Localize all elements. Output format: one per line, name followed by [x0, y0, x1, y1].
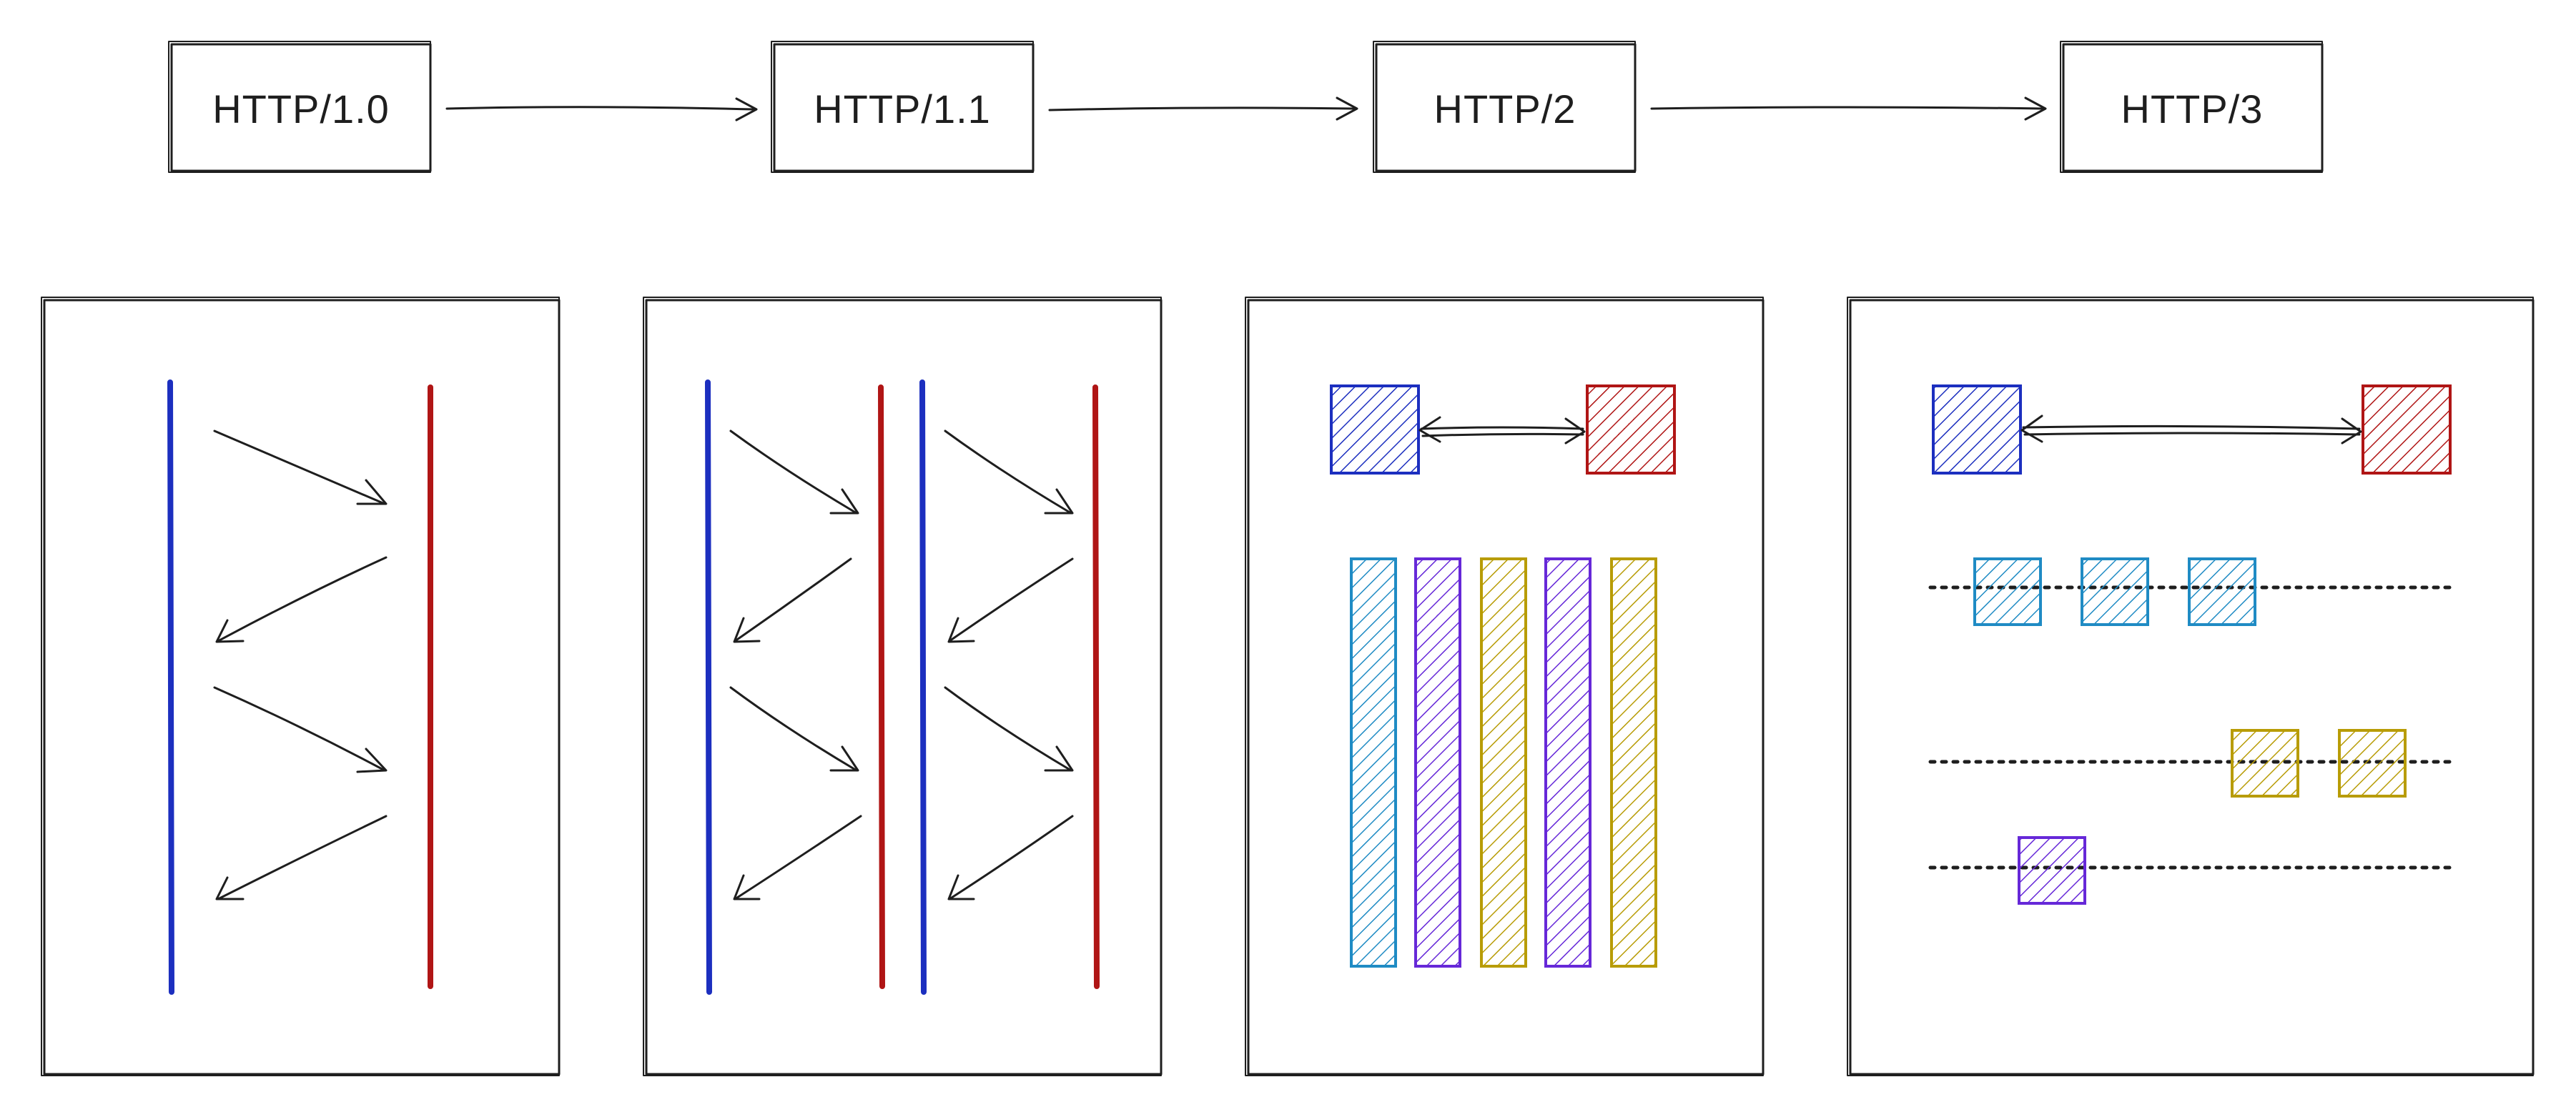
response-arrow: [215, 815, 388, 900]
response-arrow: [947, 557, 1074, 643]
stream-bar: [1350, 557, 1397, 968]
server-node: [1586, 384, 1676, 475]
version-box-http2: HTTP/2: [1373, 41, 1637, 173]
client-node: [1932, 384, 2022, 475]
panel-http3: [1847, 297, 2535, 1076]
request-arrow: [729, 430, 859, 515]
panel-http2: [1245, 297, 1765, 1076]
stream-packet: [2081, 557, 2149, 626]
timeline-arrow-1: [445, 97, 758, 121]
panel-http11: [643, 297, 1163, 1076]
request-arrow: [213, 686, 388, 773]
client-lifeline: [919, 379, 927, 995]
stream-packet: [2018, 836, 2086, 905]
request-arrow: [944, 686, 1074, 772]
stream-bar: [1610, 557, 1657, 968]
bidirectional-connection-arrow: [1418, 416, 1586, 445]
request-arrow: [729, 686, 859, 772]
stream-packet: [2338, 729, 2407, 798]
server-lifeline: [878, 384, 885, 989]
stream-packet: [2231, 729, 2299, 798]
independent-stream-line: [1928, 557, 2454, 626]
version-box-http3: HTTP/3: [2060, 41, 2324, 173]
client-lifeline: [167, 379, 174, 995]
version-timeline: HTTP/1.0 HTTP/1.1 HTTP/2 HTTP/3: [168, 41, 2324, 173]
stream-packet: [2188, 557, 2256, 626]
version-label-http2: HTTP/2: [1434, 86, 1576, 131]
independent-stream-line: [1928, 729, 2454, 798]
timeline-arrow-3: [1650, 96, 2047, 121]
timeline-arrow-2: [1048, 96, 1358, 121]
stream-bar: [1414, 557, 1461, 968]
stream-packet: [1973, 557, 2042, 626]
version-label-http10: HTTP/1.0: [212, 86, 390, 131]
response-arrow: [215, 556, 388, 643]
client-node: [1330, 384, 1420, 475]
server-lifeline: [1092, 384, 1100, 989]
version-box-http10: HTTP/1.0: [168, 41, 432, 173]
panel-http10: [41, 297, 561, 1076]
response-arrow: [733, 557, 852, 643]
stream-bar: [1480, 557, 1527, 968]
independent-stream-line: [1928, 836, 2454, 905]
response-arrow: [733, 815, 862, 900]
multiplexed-streams: [1350, 557, 1657, 968]
version-label-http11: HTTP/1.1: [814, 86, 991, 131]
request-arrow: [213, 430, 388, 505]
server-node: [2362, 384, 2452, 475]
stream-bar: [1544, 557, 1592, 968]
version-label-http3: HTTP/3: [2121, 86, 2264, 131]
response-arrow: [947, 815, 1074, 900]
version-box-http11: HTTP/1.1: [771, 41, 1035, 173]
request-arrow: [944, 430, 1074, 515]
client-lifeline: [705, 379, 712, 995]
bidirectional-connection-arrow: [2020, 414, 2362, 445]
